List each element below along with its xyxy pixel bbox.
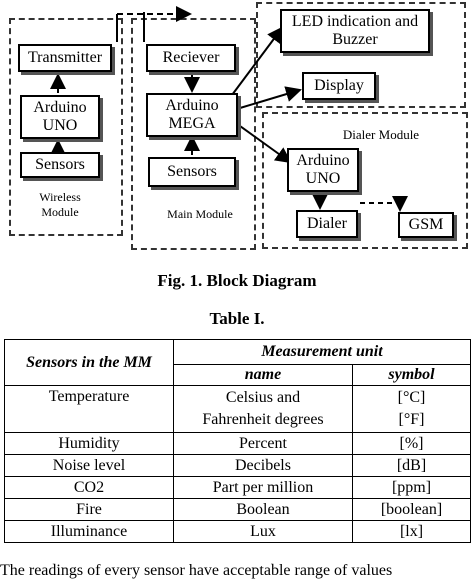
table-caption: Table I. — [209, 309, 265, 328]
receiver-block: Reciever — [146, 44, 236, 72]
sensor-cell: Illuminance — [4, 520, 174, 543]
wireless-module-label: Wireless Module — [39, 190, 81, 219]
arduino-uno-block: Arduino UNO — [287, 148, 359, 192]
display-block: Display — [302, 72, 376, 100]
subheader-name: name — [173, 364, 353, 386]
sensor-cell: Noise level — [4, 454, 174, 477]
unit-name-cell: Lux — [173, 520, 353, 543]
arduino-mega-block: Arduino MEGA — [146, 93, 238, 137]
sensor-cell: Humidity — [4, 432, 174, 455]
header-sensors: Sensors in the MM — [4, 339, 174, 386]
unit-symbol-cell: [%] — [352, 432, 471, 455]
main-module-label: Main Module — [167, 207, 233, 221]
transmitter-block: Transmitter — [18, 44, 112, 72]
led-display-frame — [256, 2, 466, 108]
sensor-cell: Temperature — [4, 385, 174, 433]
unit-name-cell: Percent — [173, 432, 353, 455]
table-row: CO2 Part per million [ppm] — [4, 476, 471, 499]
led-buzzer-block: LED indication and Buzzer — [280, 9, 430, 53]
unit-symbol-cell: [dB] — [352, 454, 471, 477]
sensors-table: Sensors in the MM Measurement unit name … — [4, 339, 471, 543]
sensor-cell: CO2 — [4, 476, 174, 499]
sensors-block: Sensors — [20, 152, 100, 178]
unit-symbol-cell: [boolean] — [352, 498, 471, 521]
figure-caption: Fig. 1. Block Diagram — [157, 271, 317, 290]
dialer-module-label: Dialer Module — [342, 127, 420, 142]
sensor-cell: Fire — [4, 498, 174, 521]
table-row: Fire Boolean [boolean] — [4, 498, 471, 521]
header-measurement-unit: Measurement unit — [173, 339, 471, 365]
body-text-line: The readings of every sensor have accept… — [0, 562, 393, 579]
gsm-block: GSM — [398, 212, 454, 238]
table-row: Illuminance Lux [lx] — [4, 520, 471, 543]
unit-symbol-cell: [ppm] — [352, 476, 471, 499]
table-row: Humidity Percent [%] — [4, 432, 471, 455]
unit-name-cell: Decibels — [173, 454, 353, 477]
dialer-block: Dialer — [296, 210, 358, 238]
sensors-block: Sensors — [148, 157, 236, 187]
diagram-connectors — [50, 6, 408, 212]
main-module-frame — [131, 18, 256, 250]
subheader-symbol: symbol — [352, 364, 471, 386]
unit-name-cell: Boolean — [173, 498, 353, 521]
unit-symbol-cell: [lx] — [352, 520, 471, 543]
table-row: Noise level Decibels [dB] — [4, 454, 471, 477]
wireless-module-frame — [9, 18, 123, 236]
unit-name-cell: Part per million — [173, 476, 353, 499]
unit-symbol-cell: [°C][°F] — [352, 385, 471, 433]
arduino-uno-block: Arduino UNO — [20, 95, 100, 139]
dialer-module-frame — [262, 112, 468, 249]
